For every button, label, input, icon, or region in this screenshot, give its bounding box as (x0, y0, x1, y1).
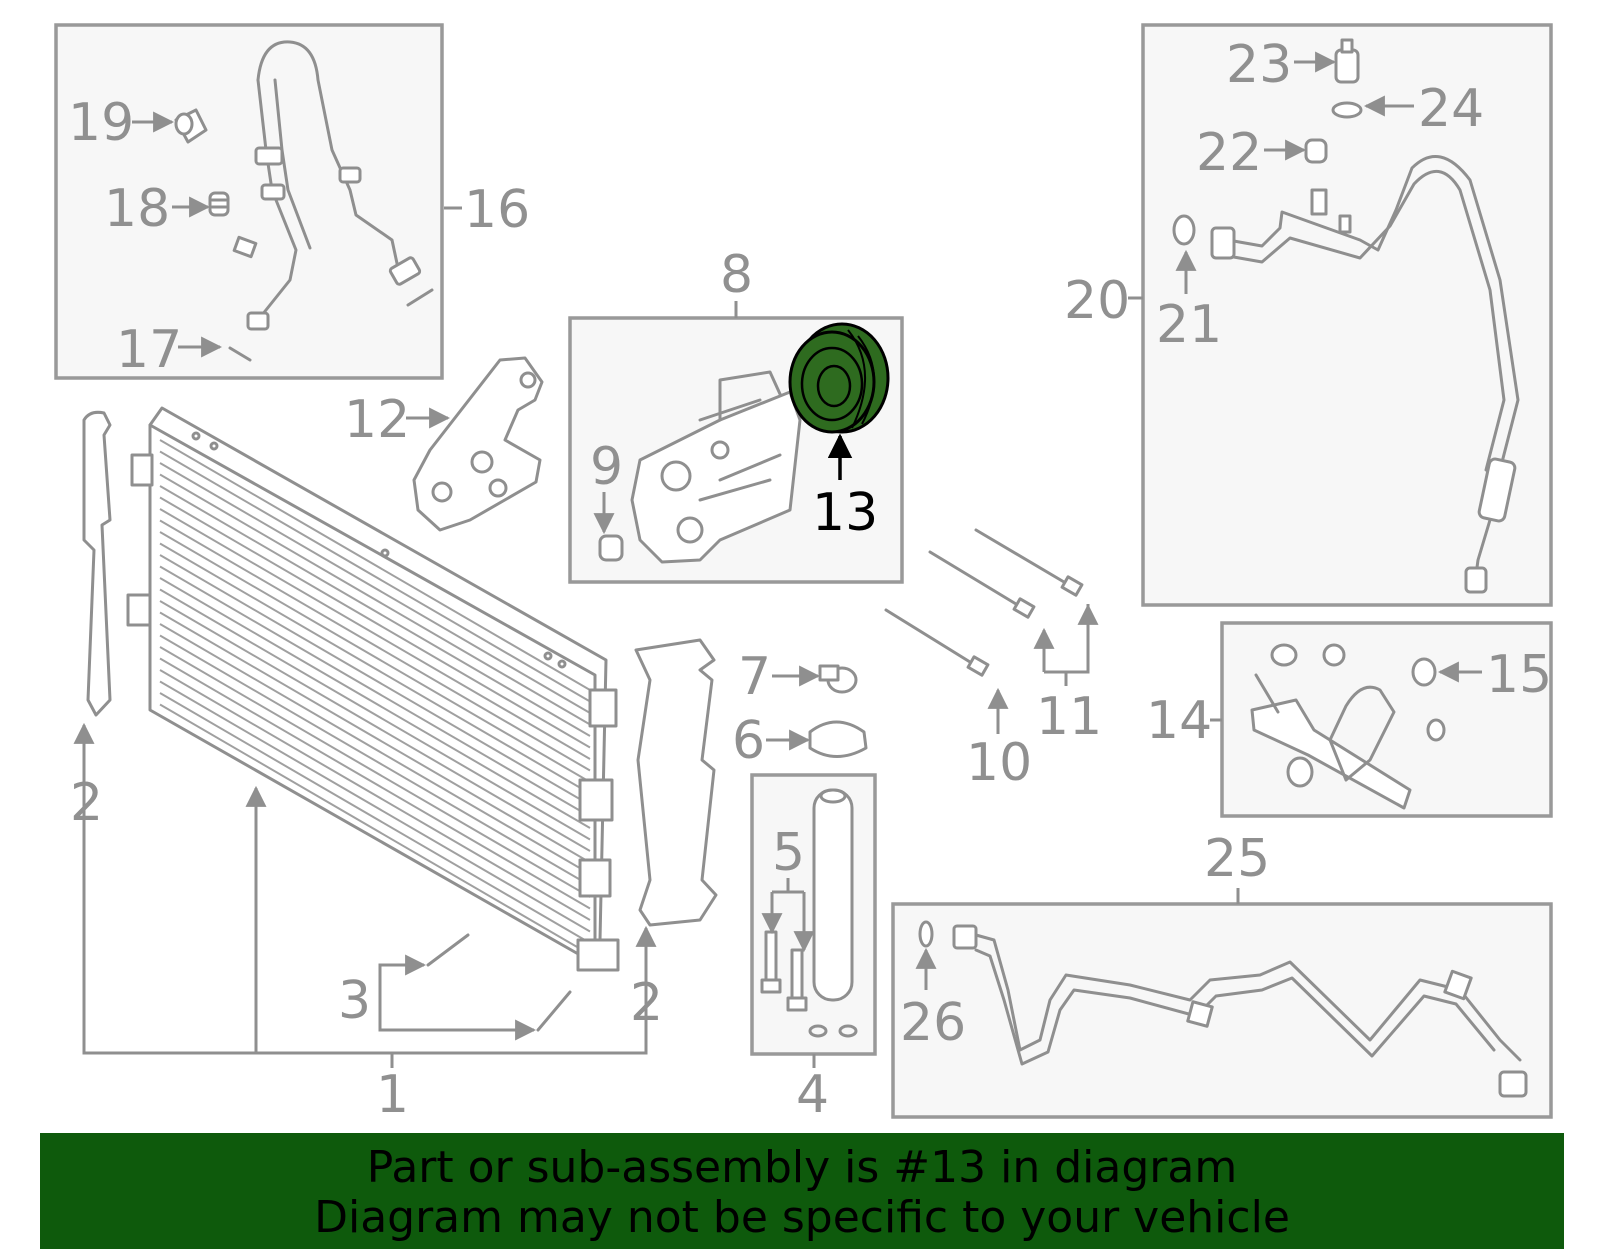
receiver-drier (808, 788, 858, 1038)
callout-8[interactable]: 8 (720, 245, 753, 305)
condenser-fin (159, 462, 591, 714)
banner-line-2: Diagram may not be specific to your vehi… (314, 1192, 1290, 1243)
condenser-fin (159, 703, 591, 956)
liquid-line-assembly (228, 40, 434, 362)
callout-1[interactable]: 1 (376, 1065, 409, 1125)
side-seal-right (634, 638, 718, 927)
discharge-line-25 (918, 920, 1528, 1098)
callout-6[interactable]: 6 (732, 711, 765, 771)
bolt-7 (818, 664, 858, 694)
callout-15[interactable]: 15 (1486, 645, 1552, 705)
condenser-fin (159, 450, 591, 703)
callout-11[interactable]: 11 (1036, 687, 1102, 747)
condenser-fin (159, 623, 591, 875)
callout-19[interactable]: 19 (68, 93, 134, 153)
info-banner: Part or sub-assembly is #13 in diagram D… (40, 1133, 1564, 1249)
callout-22[interactable]: 22 (1196, 123, 1262, 183)
condenser-fin (159, 554, 591, 806)
condenser-fin (159, 692, 591, 944)
leader-lines (73, 51, 1482, 1068)
ac-compressor (598, 370, 802, 564)
condenser (126, 406, 620, 972)
callout-25[interactable]: 25 (1204, 829, 1270, 889)
callout-10[interactable]: 10 (966, 733, 1032, 793)
drier-bracket-6 (808, 720, 868, 758)
callout-17[interactable]: 17 (116, 320, 182, 380)
cap-22 (1304, 138, 1328, 164)
condenser-fin (159, 496, 591, 749)
manifold-assembly-14 (1250, 643, 1446, 810)
condenser-fin (159, 646, 591, 898)
condenser-fin (159, 588, 591, 841)
callout-20[interactable]: 20 (1064, 271, 1130, 331)
callout-23[interactable]: 23 (1226, 35, 1292, 95)
condenser-fin (159, 439, 591, 691)
callout-7[interactable]: 7 (738, 647, 771, 707)
condenser-fin (159, 508, 591, 760)
condenser-fin (159, 485, 591, 737)
bolt-11b (974, 528, 1084, 597)
callout-13[interactable]: 13 (812, 483, 878, 543)
condenser-fin (159, 611, 591, 864)
condenser-fin (159, 542, 591, 795)
callout-26[interactable]: 26 (900, 993, 966, 1053)
condenser-fin (159, 634, 591, 887)
seal-24 (1331, 101, 1363, 119)
callout-12[interactable]: 12 (344, 390, 410, 450)
condenser-fin (159, 531, 591, 783)
callout-18[interactable]: 18 (104, 179, 170, 239)
fitting-19 (174, 108, 208, 144)
condenser-fin (159, 473, 591, 726)
callout-2-left[interactable]: 2 (70, 773, 103, 833)
suction-hose-assembly (1172, 155, 1520, 594)
callout-5[interactable]: 5 (772, 823, 805, 883)
callout-3[interactable]: 3 (338, 971, 371, 1031)
valve-core-18 (208, 191, 230, 217)
condenser-fin (159, 669, 591, 921)
condenser-fin (159, 577, 591, 829)
condenser-fin (159, 519, 591, 772)
compressor-clutch-pulley (788, 322, 890, 434)
condenser-fin (159, 600, 591, 852)
callout-24[interactable]: 24 (1418, 79, 1484, 139)
dowel-3b (536, 990, 572, 1032)
condenser-fin (159, 565, 591, 818)
callout-16[interactable]: 16 (464, 180, 530, 240)
group-box-25 (891, 902, 1553, 1119)
side-seal-left (82, 410, 112, 717)
dowel-3a (426, 933, 470, 967)
compressor-bracket (412, 356, 544, 532)
callout-14[interactable]: 14 (1146, 691, 1212, 751)
bolt-11a (928, 550, 1036, 619)
banner-line-1: Part or sub-assembly is #13 in diagram (367, 1142, 1237, 1193)
callout-labels: 19 18 17 16 12 8 9 13 20 21 22 23 24 15 … (68, 35, 1552, 1125)
callout-9[interactable]: 9 (590, 437, 623, 497)
clip-16 (232, 235, 258, 259)
condenser-fin (159, 657, 591, 910)
callout-2-right[interactable]: 2 (630, 973, 663, 1033)
condenser-fin (159, 680, 591, 933)
callout-4[interactable]: 4 (796, 1065, 829, 1125)
bolt-10 (884, 608, 990, 677)
callout-21[interactable]: 21 (1156, 295, 1222, 355)
